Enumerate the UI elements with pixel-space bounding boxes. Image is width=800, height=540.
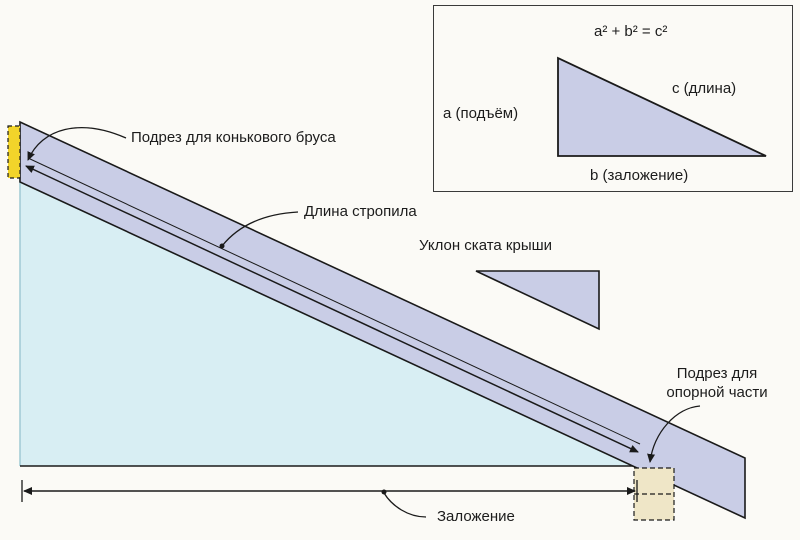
rafter-length-arrow-inner xyxy=(27,157,641,445)
pythagoras-triangle xyxy=(557,56,767,157)
ridge-beam-block xyxy=(7,125,21,179)
pythagoras-triangle-svg xyxy=(557,56,767,157)
run-label: Заложение xyxy=(437,508,515,525)
rafter-length-leader xyxy=(221,211,299,247)
run-leader xyxy=(383,492,427,518)
support-cut-label-line1: Подрез для xyxy=(676,365,758,382)
roof-slope-triangle xyxy=(475,270,600,331)
support-cut-label-line2: опорной части xyxy=(666,384,768,401)
pythagoras-formula: a² + b² = c² xyxy=(594,23,668,40)
rafter-length-leader-dot xyxy=(219,243,225,249)
pythagoras-inset: a² + b² = c² a (подъём) c (длина) b (зал… xyxy=(433,5,793,192)
run-leader-dot xyxy=(381,489,387,495)
rafter-length-label: Длина стропила xyxy=(304,203,417,220)
side-a-label: a (подъём) xyxy=(443,105,519,122)
ridge-cut-leader xyxy=(27,127,127,161)
ridge-cut-label: Подрез для конькового бруса xyxy=(131,129,336,146)
side-c-label: c (длина) xyxy=(672,80,737,97)
support-cut-leader xyxy=(647,405,701,463)
rafter-length-arrow xyxy=(25,165,639,453)
side-b-label: b (заложение) xyxy=(590,167,689,184)
roof-slope-label: Уклон ската крыши xyxy=(419,237,553,254)
